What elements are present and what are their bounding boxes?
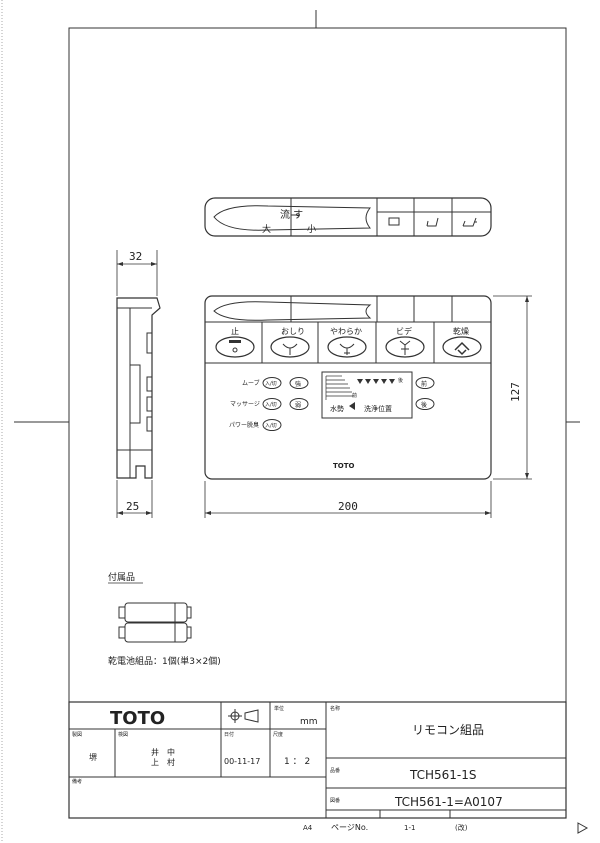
deodorize-onoff-text: 入/切 (265, 422, 277, 429)
stop-button[interactable] (215, 336, 255, 358)
name-label: 名称 (330, 705, 340, 712)
scale-label: 尺度 (273, 731, 283, 738)
page-arrow-icon (577, 822, 589, 834)
strength-up-button[interactable] (289, 377, 309, 389)
part-number-label: 品番 (330, 767, 340, 774)
page-number: 1-1 (404, 824, 415, 832)
seat-icon-3 (462, 217, 477, 227)
top-view: 流 す 大 小 (204, 197, 492, 237)
front-view (204, 295, 492, 480)
seat-icon-2 (426, 217, 439, 227)
battery-note: 乾電池組品：1個(単3×2個) (108, 655, 221, 667)
power-deodorize-label: パワー脱臭 (229, 421, 259, 429)
date-label: 日付 (224, 731, 234, 738)
unit-value: mm (300, 717, 318, 727)
title-block: TOTO 単位 mm 名称 リモコン組品 製図 堺 検図 井 中 上 村 日付 … (68, 701, 567, 832)
soft-wash-button[interactable] (327, 336, 367, 358)
indicator-front-label: 前 (352, 392, 357, 399)
stop-icon (229, 340, 241, 343)
dim-depth-value: 32 (129, 250, 142, 263)
dimension-height: 127 (493, 295, 532, 480)
wave-icon (349, 402, 355, 410)
massage-toggle-button[interactable] (262, 398, 282, 410)
page-label: ページNo. (331, 823, 368, 832)
position-indicator-marks (357, 379, 395, 384)
check-label: 検図 (118, 731, 128, 738)
main-buttons: 止 おしり やわらか ビデ 乾燥 (215, 326, 482, 358)
position-front-text: 前 (421, 380, 427, 388)
title-block-logo: TOTO (110, 708, 165, 729)
move-onoff-text: 入/切 (265, 380, 277, 387)
dim-width-value: 200 (338, 500, 358, 513)
projection-symbol-cone (244, 709, 259, 723)
made-label: 製図 (72, 731, 82, 738)
strength-down-text: 弱 (295, 402, 301, 409)
control-panel: ムーブ マッサージ パワー脱臭 入/切 入/切 入/切 強 弱 前 後 水 (229, 371, 435, 470)
part-name: リモコン組品 (412, 723, 484, 737)
top-view-large-label: 大 (262, 223, 271, 235)
check-value-1: 井 中 (151, 747, 175, 757)
remarks-label: 備考 (72, 778, 82, 785)
dim-height-value: 127 (509, 382, 522, 402)
remote-brand-logo: TOTO (333, 462, 355, 470)
button-label-bidet-rear: おしり (281, 327, 305, 336)
dimension-side-width: 25 (116, 480, 153, 518)
accessory-heading: 付属品 (108, 572, 135, 583)
soft-wash-icon (339, 343, 355, 355)
massage-onoff-text: 入/切 (265, 401, 277, 408)
scale-value: 1 ： 2 (284, 757, 310, 767)
top-view-small-label: 小 (307, 224, 316, 235)
dry-button[interactable] (442, 336, 482, 358)
button-label-bidet: ビデ (396, 326, 412, 336)
button-label-soft: やわらか (330, 327, 362, 336)
revision-label: (改) (455, 823, 468, 832)
position-caption: 洗浄位置 (364, 404, 392, 413)
position-back-text: 後 (421, 401, 427, 409)
dimension-width: 200 (204, 481, 492, 518)
stop-dot-icon (232, 347, 238, 353)
paper-size: A4 (303, 824, 313, 832)
strength-indicator-bars (325, 375, 354, 400)
seat-icon-1 (388, 217, 400, 226)
battery-drawing (118, 602, 192, 643)
button-label-dry: 乾燥 (453, 326, 469, 336)
side-view (116, 297, 161, 479)
strength-up-text: 強 (295, 380, 301, 388)
dim-side-value: 25 (126, 500, 139, 513)
position-front-button[interactable] (415, 377, 435, 389)
button-label-stop: 止 (231, 326, 239, 336)
bidet-button[interactable] (385, 336, 425, 358)
move-label: ムーブ (242, 379, 260, 387)
made-value: 堺 (89, 752, 97, 762)
indicator-panel (321, 371, 413, 419)
dimension-depth: 32 (116, 250, 158, 296)
strength-caption: 水勢 (330, 404, 344, 413)
rear-wash-icon (282, 343, 298, 355)
drawing-number: TCH561-1=A0107 (394, 795, 503, 809)
part-number: TCH561-1S (409, 768, 477, 782)
bidet-icon (399, 340, 411, 355)
rear-wash-button[interactable] (270, 336, 310, 358)
top-view-flush-label: 流 す (280, 208, 303, 221)
unit-label: 単位 (274, 705, 284, 712)
indicator-back-label: 後 (398, 377, 403, 384)
strength-down-button[interactable] (289, 398, 309, 410)
massage-label: マッサージ (230, 401, 260, 408)
accessory-section: 付属品 乾電池組品：1個(単3×2個) (108, 572, 221, 667)
dry-icon (454, 341, 470, 356)
position-back-button[interactable] (415, 398, 435, 410)
date-value: 00-11-17 (224, 757, 260, 766)
deodorize-toggle-button[interactable] (262, 419, 282, 431)
check-value-2: 上 村 (151, 757, 175, 767)
drawing-number-label: 図番 (330, 797, 340, 804)
move-toggle-button[interactable] (262, 377, 282, 389)
